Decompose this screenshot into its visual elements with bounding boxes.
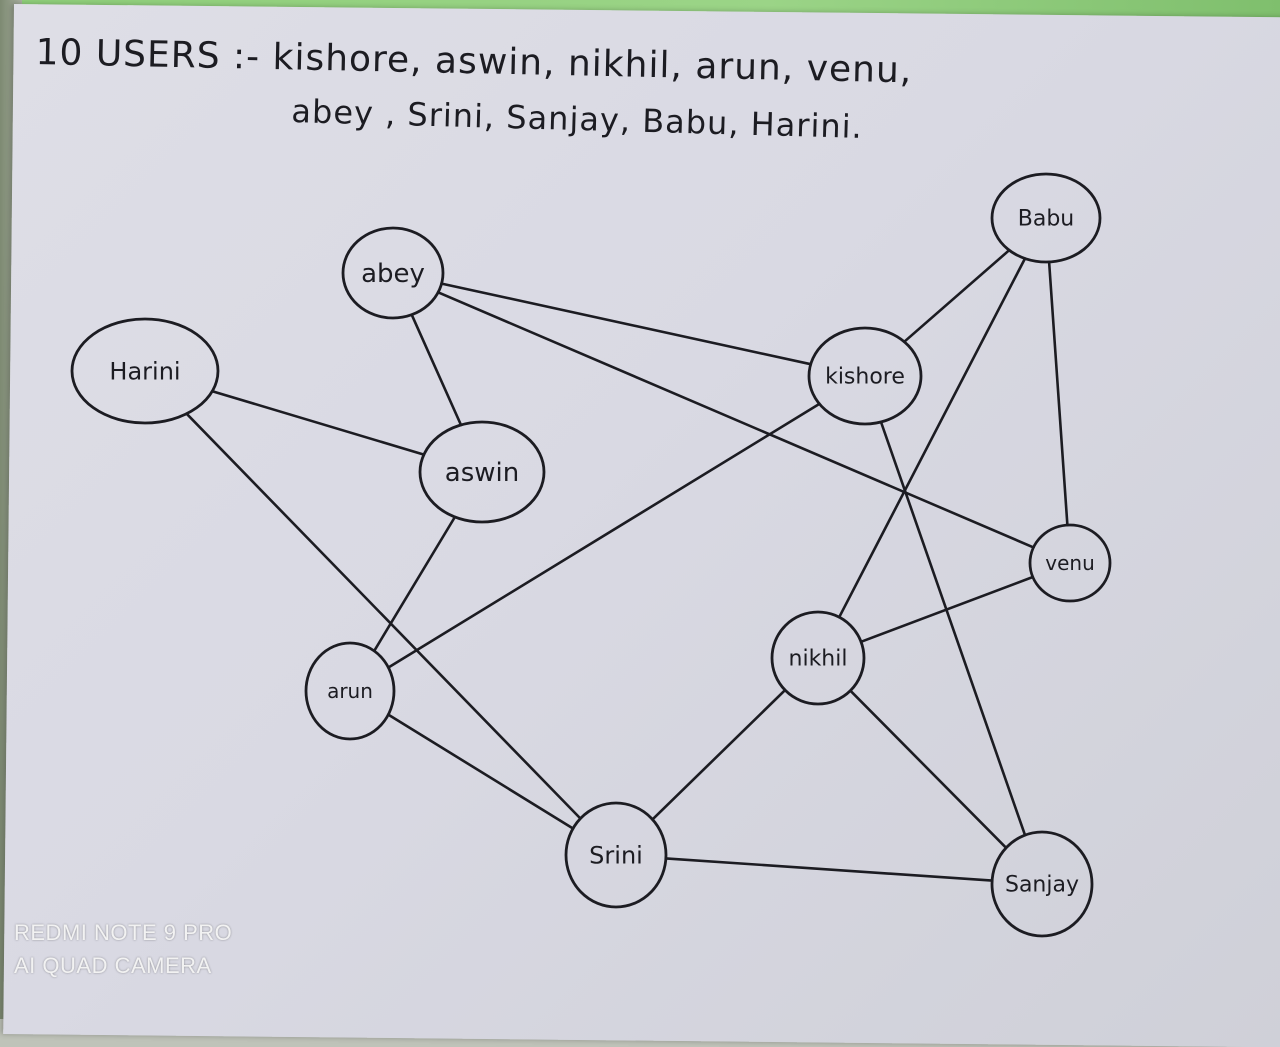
edge-venu-nikhil: [859, 575, 1035, 644]
node-harini: Harini: [70, 317, 220, 425]
node-srini: Srini: [564, 801, 668, 909]
edge-nikhil-sanjay: [849, 689, 1008, 850]
node-circle-babu: [990, 172, 1102, 264]
camera-watermark-model: REDMI NOTE 9 PRO: [14, 920, 233, 945]
node-label-babu: Babu: [1018, 207, 1074, 232]
node-nikhil: nikhil: [770, 610, 866, 706]
node-label-abey: abey: [361, 259, 425, 289]
node-sanjay: Sanjay: [990, 830, 1094, 938]
node-label-aswin: aswin: [445, 458, 519, 488]
node-abey: abey: [341, 226, 445, 320]
node-circle-kishore: [807, 326, 923, 426]
edge-arun-srini: [386, 713, 575, 830]
node-aswin: aswin: [418, 420, 546, 524]
edge-kishore-sanjay: [879, 420, 1027, 837]
edge-aswin-arun: [372, 515, 457, 653]
node-circle-sanjay: [990, 830, 1094, 938]
node-venu: venu: [1028, 523, 1112, 603]
edge-kishore-arun: [387, 402, 821, 669]
node-circle-nikhil: [770, 610, 866, 706]
node-label-arun: arun: [327, 679, 373, 703]
edge-abey-kishore: [440, 282, 813, 366]
edge-nikhil-srini: [651, 688, 787, 821]
node-babu: Babu: [990, 172, 1102, 264]
camera-watermark-camera: AI QUAD CAMERA: [14, 953, 212, 978]
edge-harini-srini: [185, 412, 582, 820]
node-label-venu: venu: [1045, 551, 1095, 575]
edge-babu-venu: [1047, 260, 1069, 527]
node-circle-harini: [70, 317, 220, 425]
edge-srini-sanjay: [664, 857, 994, 882]
edge-abey-venu: [436, 290, 1035, 549]
node-label-kishore: kishore: [825, 365, 905, 390]
node-circle-srini: [564, 801, 668, 909]
node-kishore: kishore: [807, 326, 923, 426]
node-circle-aswin: [418, 420, 546, 524]
node-circle-venu: [1028, 523, 1112, 603]
node-label-harini: Harini: [109, 357, 180, 385]
edge-kishore-babu: [902, 248, 1011, 344]
edge-abey-aswin: [410, 313, 463, 427]
node-label-sanjay: Sanjay: [1005, 873, 1079, 898]
node-circle-abey: [341, 226, 445, 320]
node-label-nikhil: nikhil: [789, 647, 848, 672]
edge-babu-nikhil: [837, 257, 1027, 619]
node-arun: arun: [304, 641, 396, 741]
edge-harini-aswin: [211, 389, 426, 456]
node-circle-arun: [304, 641, 396, 741]
node-label-srini: Srini: [589, 841, 643, 869]
